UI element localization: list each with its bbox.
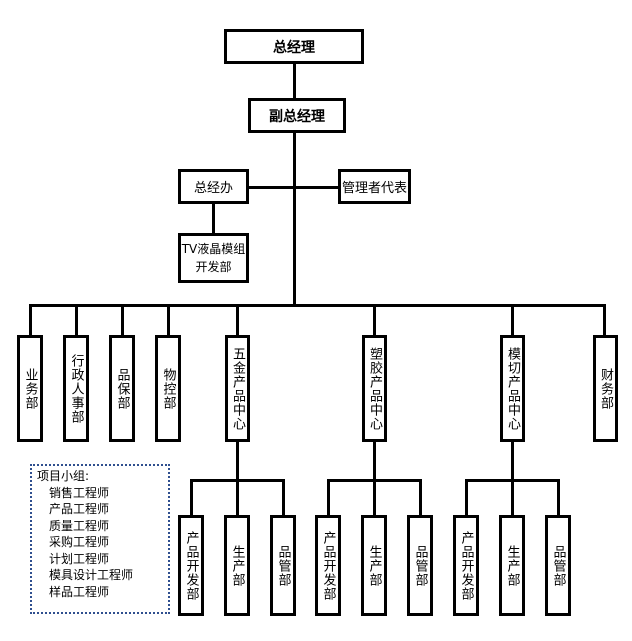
center-1-drop-c: [419, 479, 422, 515]
connector-dept-bus: [29, 304, 606, 307]
connector-main-trunk: [293, 132, 296, 307]
drop-dept-0: [29, 304, 32, 335]
unit-diecut-production: 生产部: [499, 515, 525, 616]
node-label: 产品开发部: [320, 530, 336, 601]
center-0-drop-a: [190, 479, 193, 515]
node-label: 五金产品中心: [230, 346, 245, 431]
connector-gm-dgm: [293, 63, 296, 98]
node-label: 塑胶产品中心: [367, 346, 382, 431]
node-label: 生产部: [504, 544, 520, 587]
node-label: 品管部: [550, 544, 566, 587]
center-0-drop-c: [282, 479, 285, 515]
unit-plastic-product-dev: 产品开发部: [315, 515, 341, 616]
center-2-bus: [465, 479, 559, 482]
node-label: 产品开发部: [458, 530, 474, 601]
drop-dept-2: [121, 304, 124, 335]
drop-dept-4: [236, 304, 239, 335]
note-title: 项目小组:: [37, 469, 90, 483]
center-1-bus: [327, 479, 421, 482]
node-label-line1: TV液晶模组: [181, 242, 246, 256]
node-tv-lcd-module-dev: TV液晶模组 开发部: [178, 233, 249, 283]
note-item: 销售工程师: [49, 485, 110, 500]
drop-dept-1: [75, 304, 78, 335]
unit-diecut-product-dev: 产品开发部: [453, 515, 479, 616]
note-item: 模具设计工程师: [49, 568, 134, 582]
center-2-drop-a: [465, 479, 468, 515]
dept-hardware-center: 五金产品中心: [225, 335, 250, 442]
node-general-manager: 总经理: [224, 29, 364, 64]
center-2-drop-c: [557, 479, 560, 515]
center-1-trunk: [373, 441, 376, 515]
node-label: 业务部: [22, 367, 38, 410]
dept-quality-assurance: 品保部: [109, 335, 135, 442]
project-team-note: 项目小组: 销售工程师 产品工程师 质量工程师 采购工程师 计划工程师 模具设计…: [30, 464, 170, 614]
node-label: 管理者代表: [341, 181, 407, 196]
note-item: 样品工程师: [49, 584, 110, 599]
unit-hardware-production: 生产部: [224, 515, 250, 616]
dept-admin-hr: 行政人事部: [63, 335, 89, 442]
node-label: 模切产品中心: [505, 346, 520, 431]
node-label: 品管部: [412, 544, 428, 587]
node-label: 品管部: [275, 544, 291, 587]
dept-finance: 财务部: [593, 335, 618, 442]
unit-diecut-qc: 品管部: [545, 515, 571, 616]
node-label: 副总经理: [269, 108, 325, 125]
note-item: 产品工程师: [49, 502, 110, 516]
unit-hardware-qc: 品管部: [270, 515, 296, 616]
node-label: 财务部: [598, 367, 613, 410]
center-0-bus: [190, 479, 284, 482]
drop-dept-7: [603, 304, 606, 335]
node-label: 总经理: [273, 39, 315, 56]
node-label: 产品开发部: [183, 530, 199, 601]
node-label: 品保部: [114, 367, 130, 410]
node-label-line2: 开发部: [195, 260, 232, 274]
connector-staff-horizontal: [248, 186, 338, 189]
note-item: 计划工程师: [49, 551, 110, 566]
center-1-drop-a: [327, 479, 330, 515]
node-management-representative: 管理者代表: [338, 169, 411, 204]
note-item: 质量工程师: [49, 518, 110, 533]
node-label: 物控部: [160, 367, 176, 410]
unit-hardware-product-dev: 产品开发部: [178, 515, 204, 616]
node-label: 总经办: [193, 181, 233, 196]
node-label: 生产部: [229, 544, 245, 587]
node-label: 行政人事部: [68, 353, 84, 424]
drop-dept-5: [373, 304, 376, 335]
dept-material-control: 物控部: [155, 335, 181, 442]
dept-die-cut-center: 模切产品中心: [500, 335, 525, 442]
note-item: 采购工程师: [49, 535, 110, 549]
unit-plastic-qc: 品管部: [407, 515, 433, 616]
node-deputy-general-manager: 副总经理: [248, 98, 346, 133]
center-0-trunk: [236, 441, 239, 515]
node-label: 生产部: [366, 544, 382, 587]
node-general-office: 总经办: [178, 169, 249, 204]
unit-plastic-production: 生产部: [361, 515, 387, 616]
connector-office-tv: [212, 203, 215, 233]
center-2-trunk: [511, 441, 514, 515]
dept-plastic-center: 塑胶产品中心: [362, 335, 387, 442]
drop-dept-6: [511, 304, 514, 335]
drop-dept-3: [167, 304, 170, 335]
dept-sales: 业务部: [17, 335, 43, 442]
